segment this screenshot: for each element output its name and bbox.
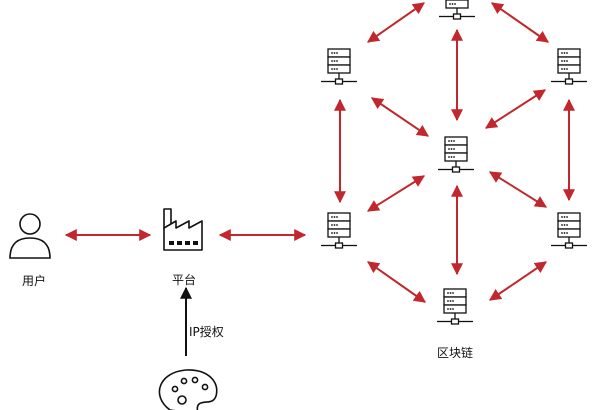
server-icon xyxy=(320,48,358,85)
edge-top-left-top xyxy=(367,2,425,43)
server-icon xyxy=(436,288,474,325)
user-label: 用户 xyxy=(22,274,47,288)
edge-center-midleft xyxy=(366,175,426,212)
server-icon xyxy=(438,0,476,20)
edge-topleft-center xyxy=(371,97,429,137)
edge-center-midright xyxy=(488,171,548,208)
platform-label: 平台 xyxy=(172,273,197,287)
palette-icon xyxy=(158,369,218,410)
edge-topright-center xyxy=(484,89,547,129)
blockchain-label: 区块链 xyxy=(437,346,474,360)
edge-top-topright xyxy=(491,2,549,43)
server-icon xyxy=(437,136,475,173)
server-icon xyxy=(550,212,588,249)
factory-icon xyxy=(163,208,203,251)
network-edges xyxy=(64,2,575,303)
server-icon xyxy=(320,212,358,249)
edge-midright-bottom xyxy=(489,261,547,301)
server-icon xyxy=(550,48,588,85)
ip-license-label: IP授权 xyxy=(189,325,224,339)
edge-midleft-bottom xyxy=(367,261,426,303)
user-icon xyxy=(9,213,51,259)
